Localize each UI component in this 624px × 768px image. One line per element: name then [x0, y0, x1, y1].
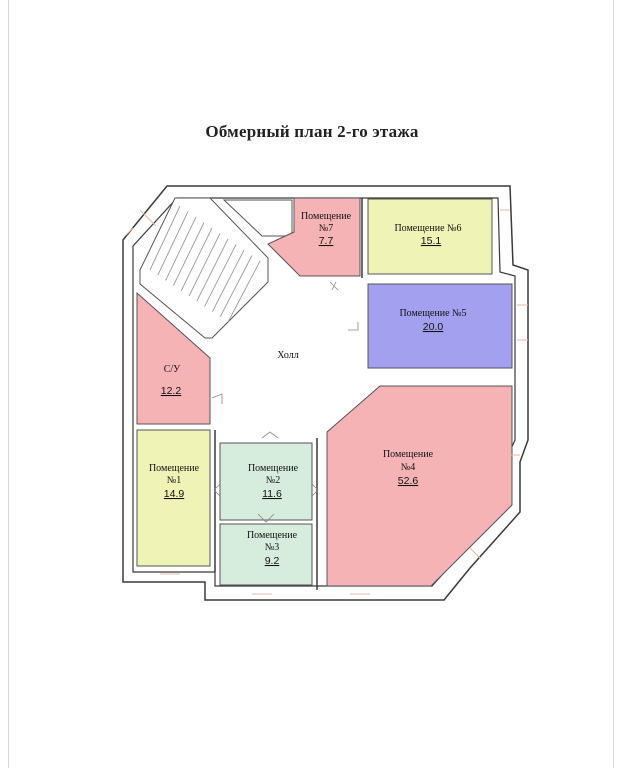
- room-7-name: Помещение: [301, 211, 352, 222]
- room-3-area-value: 9.2: [265, 555, 280, 567]
- room-2-area: [219, 442, 313, 521]
- page-edge-left: [8, 0, 9, 768]
- stair-step: [149, 205, 181, 271]
- room-7-area-value: 7.7: [319, 235, 334, 247]
- stair-step: [188, 233, 221, 297]
- room-7-area: [267, 197, 361, 277]
- window-mark: [139, 209, 157, 227]
- door-mark: [329, 281, 339, 291]
- door-mark: [257, 513, 275, 523]
- door-mark: [213, 483, 221, 497]
- room-1-number: №1: [167, 475, 182, 486]
- door-marks: [211, 281, 359, 523]
- room-5-name: Помещение №5: [399, 308, 466, 319]
- room-4-area: [326, 385, 513, 587]
- staircase: [139, 197, 269, 339]
- window-mark: [469, 547, 481, 559]
- room-1-name: Помещение: [149, 463, 200, 474]
- stair-step: [157, 211, 189, 276]
- window-mark: [125, 227, 134, 236]
- wc-area: [136, 291, 211, 425]
- room-6-area-value: 15.1: [421, 235, 442, 247]
- door-mark: [261, 431, 279, 439]
- door-mark: [211, 393, 223, 404]
- room-3-name: Помещение: [247, 530, 298, 541]
- room-6-area: [367, 198, 493, 275]
- room-5-area: [367, 283, 513, 369]
- wc-name: С/У: [164, 364, 181, 375]
- room-1-area: [136, 429, 211, 567]
- stair-step: [180, 227, 213, 291]
- stair-step: [165, 216, 197, 281]
- page-edge-right: [613, 0, 614, 768]
- room-4-number: №4: [401, 462, 416, 473]
- door-mark: [348, 322, 359, 331]
- stair-step: [204, 244, 237, 307]
- room-2-area-value: 11.6: [262, 488, 282, 500]
- plan-title: Обмерный план 2-го этажа: [205, 122, 419, 141]
- stair-step: [196, 238, 229, 302]
- room-2-number: №2: [266, 475, 281, 486]
- room-7-number: №7: [319, 223, 334, 234]
- wc-area-value: 12.2: [161, 385, 182, 397]
- room-5-area-value: 20.0: [423, 321, 444, 333]
- room-1-area-value: 14.9: [164, 488, 185, 500]
- door-mark: [311, 483, 319, 497]
- stair-step: [227, 260, 261, 323]
- stair-step: [219, 255, 253, 318]
- window-marks: [125, 209, 528, 595]
- room-3-area: [219, 523, 313, 586]
- stair-step: [172, 222, 205, 286]
- staircase-outline: [139, 197, 269, 339]
- hall-label: Холл: [277, 350, 298, 361]
- room-3-number: №3: [265, 542, 280, 553]
- room-6-name: Помещение №6: [394, 223, 461, 234]
- room-4-name: Помещение: [383, 449, 434, 460]
- stair-step: [211, 249, 245, 312]
- room-2-name: Помещение: [248, 463, 299, 474]
- room-4-area-value: 52.6: [398, 475, 419, 487]
